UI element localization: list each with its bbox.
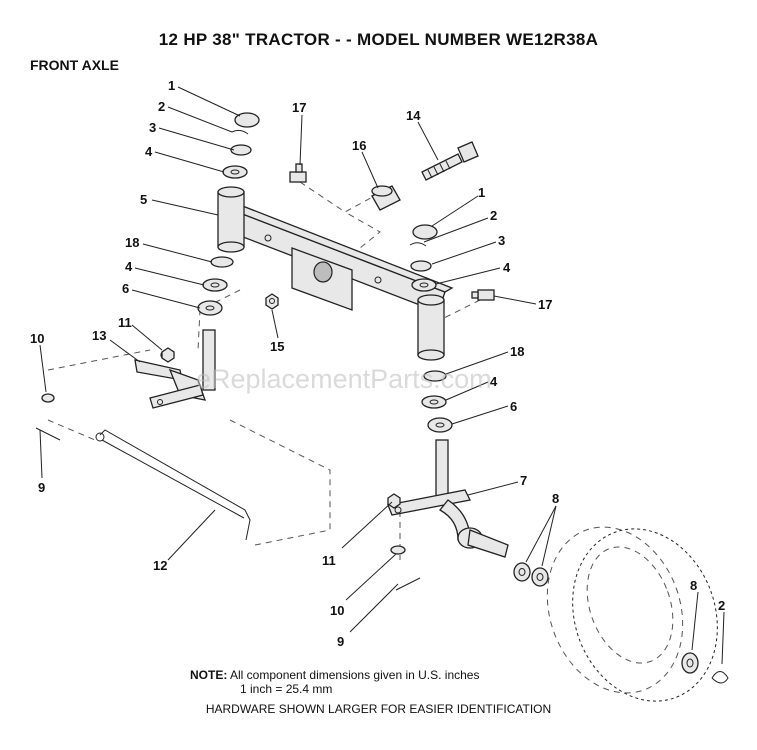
callout-17a: 17 <box>292 100 306 115</box>
assembly-dash-lines <box>47 181 481 560</box>
callout-8b: 8 <box>690 578 697 593</box>
callout-2c: 2 <box>718 598 725 613</box>
left-upper-hardware <box>222 112 260 179</box>
note-label: NOTE: <box>190 668 228 682</box>
left-spindle-tube <box>217 186 245 253</box>
callout-4c: 4 <box>503 260 511 275</box>
callout-2a: 2 <box>158 99 165 114</box>
callout-3b: 3 <box>498 233 505 248</box>
callout-11b: 11 <box>322 553 336 568</box>
note-line2: 1 inch = 25.4 mm <box>240 682 333 696</box>
right-spindle <box>387 439 509 558</box>
leader-lines <box>39 86 725 665</box>
callout-10b: 10 <box>330 603 344 618</box>
callout-9a: 9 <box>38 480 45 495</box>
callout-1a: 1 <box>168 78 175 93</box>
cotter-pins <box>35 347 421 591</box>
nut <box>265 293 279 310</box>
callout-16: 16 <box>352 138 366 153</box>
callout-4d: 4 <box>490 374 498 389</box>
callout-9b: 9 <box>337 634 344 649</box>
callout-labels: 1 2 3 4 5 18 4 6 10 13 11 9 12 17 16 14 … <box>30 78 725 649</box>
callout-6a: 6 <box>122 281 129 296</box>
callout-13: 13 <box>92 328 106 343</box>
callout-5: 5 <box>140 192 147 207</box>
callout-1b: 1 <box>478 185 485 200</box>
callout-4b: 4 <box>125 259 133 274</box>
note-block: NOTE: All component dimensions given in … <box>190 668 479 696</box>
right-lower-hardware <box>421 370 453 433</box>
grease-fitting-left <box>289 163 307 183</box>
left-lower-hardware <box>197 256 234 316</box>
callout-17b: 17 <box>538 297 552 312</box>
callout-2b: 2 <box>490 208 497 223</box>
wheel-washer-and-ring <box>681 652 729 684</box>
note-line1: All component dimensions given in U.S. i… <box>230 668 480 682</box>
callout-15: 15 <box>270 339 284 354</box>
tie-rod <box>95 429 251 541</box>
axle-beam <box>224 204 454 313</box>
pivot-bolt <box>421 141 479 181</box>
footer-hardware-note: HARDWARE SHOWN LARGER FOR EASIER IDENTIF… <box>205 702 552 716</box>
callout-11a: 11 <box>118 315 132 330</box>
callout-7: 7 <box>520 473 527 488</box>
right-upper-hardware <box>409 224 438 292</box>
page-title: 12 HP 38" TRACTOR - - MODEL NUMBER WE12R… <box>158 30 599 49</box>
callout-18a: 18 <box>125 235 139 250</box>
callout-8a: 8 <box>552 491 559 506</box>
right-spindle-washers <box>513 562 549 587</box>
callout-4a: 4 <box>145 144 153 159</box>
callout-3a: 3 <box>149 120 156 135</box>
grease-fitting-right <box>471 289 495 301</box>
front-wheel <box>546 526 718 702</box>
bushing <box>371 185 401 211</box>
section-title: FRONT AXLE <box>30 57 119 73</box>
right-spindle-tube <box>417 294 445 361</box>
callout-10a: 10 <box>30 331 44 346</box>
watermark: eReplacementParts.com <box>196 364 492 394</box>
callout-14: 14 <box>406 108 421 123</box>
callout-6b: 6 <box>510 399 517 414</box>
callout-12: 12 <box>153 558 167 573</box>
callout-18b: 18 <box>510 344 524 359</box>
